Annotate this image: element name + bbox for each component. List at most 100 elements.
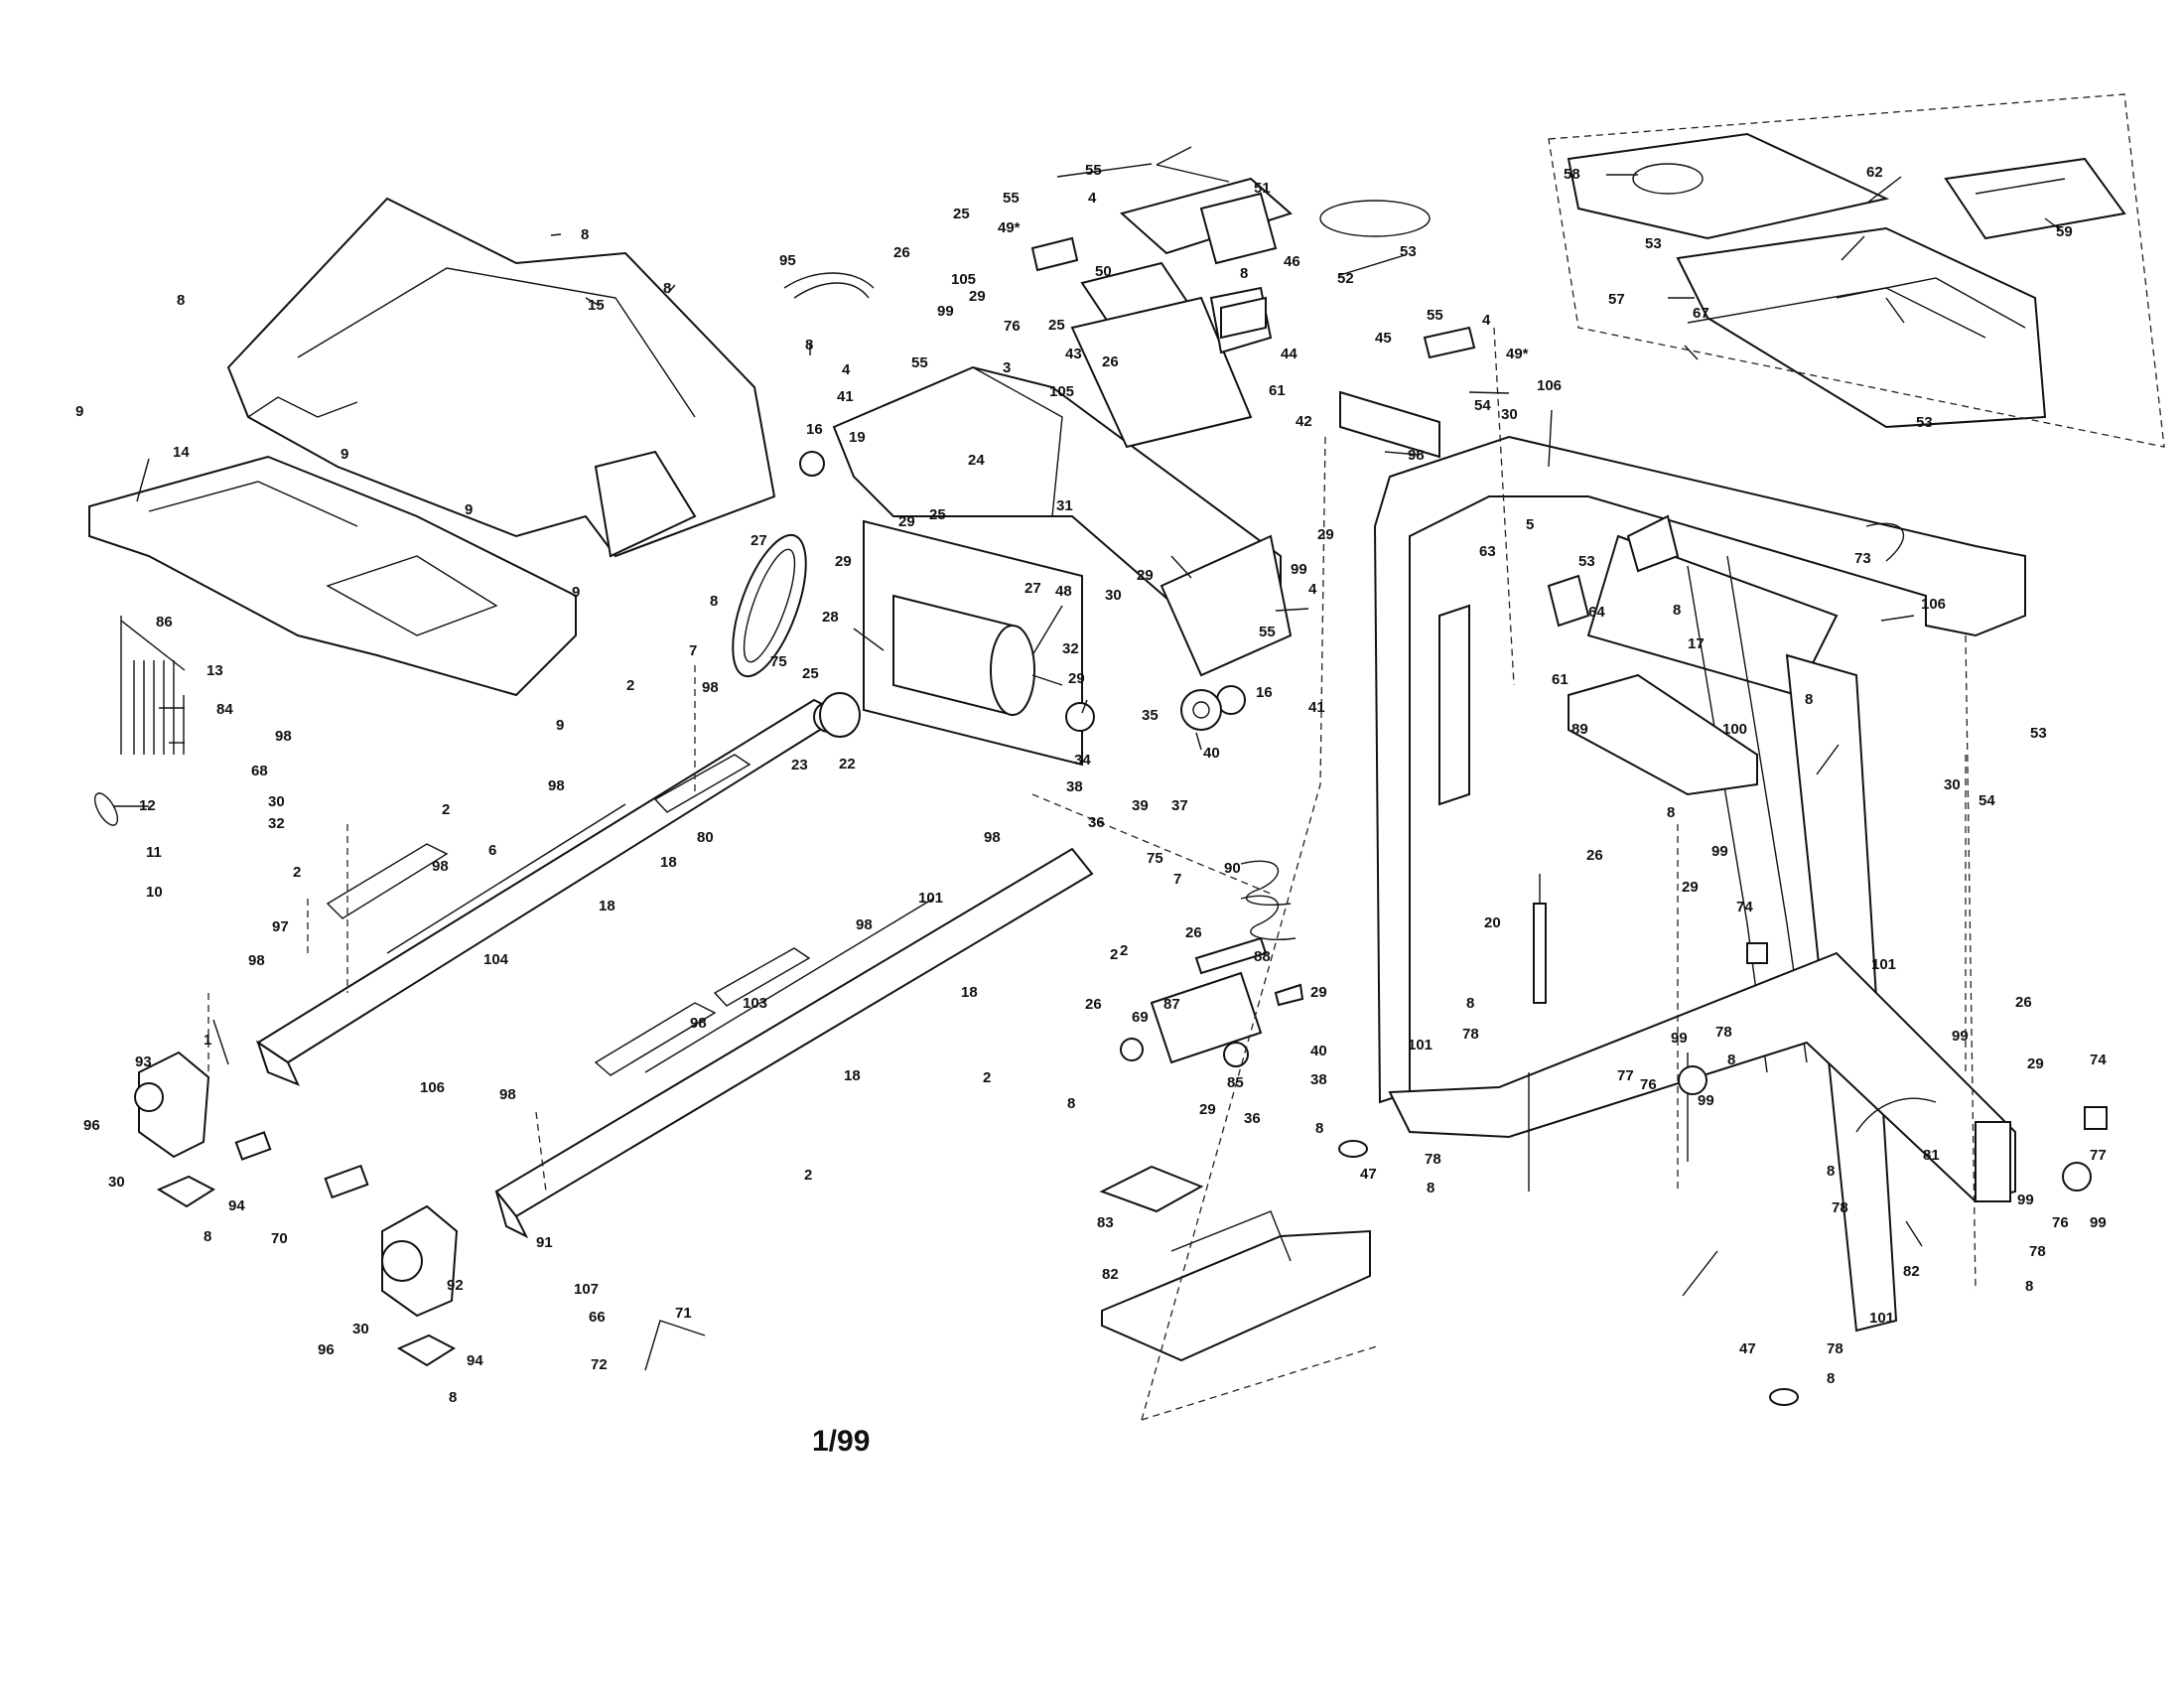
callout-101: 99	[937, 303, 954, 320]
callout-39: 38	[1310, 1071, 1327, 1088]
callout-95: 94	[467, 1352, 483, 1369]
callout-111: 106	[1537, 377, 1562, 394]
callout-99: 98	[275, 728, 292, 745]
callout-75: 75	[770, 653, 787, 670]
callout-61: 61	[1269, 382, 1286, 399]
callout-30: 29	[1068, 670, 1085, 687]
callout-86: 85	[1227, 1074, 1244, 1091]
callout-23: 24	[968, 452, 985, 469]
callout-32: 30	[1105, 587, 1122, 604]
callout-99: 98	[548, 777, 565, 794]
callout-2: 2	[1110, 946, 1118, 963]
callout-8: 8	[1673, 602, 1681, 619]
callout-59: 58	[1564, 166, 1580, 183]
callout-leaders	[114, 146, 2062, 1297]
callout-103: 100	[1722, 721, 1747, 738]
callout-8: 8	[1067, 1095, 1075, 1112]
gas-spring-and-pulleys	[819, 689, 1547, 1004]
callout-77: 76	[1640, 1076, 1657, 1093]
incline-motor	[1120, 936, 1304, 1067]
callout-25: 25	[953, 206, 970, 222]
callout-48: 47	[1360, 1166, 1377, 1183]
callout-89: 88	[1254, 948, 1271, 965]
callout-38: 37	[1171, 797, 1188, 814]
callout-79: 78	[2029, 1243, 2046, 1260]
callout-42: 41	[1308, 699, 1325, 716]
callout-24: 25	[929, 506, 946, 523]
callout-8: 8	[1827, 1370, 1835, 1387]
callout-94: 93	[135, 1053, 152, 1070]
callout-9: 9	[341, 446, 348, 463]
callout-55: 53	[1916, 414, 1933, 431]
callout-30: 29	[1310, 984, 1327, 1001]
callout-8: 8	[1240, 265, 1248, 282]
callout-32: 30	[352, 1321, 369, 1337]
callout-113: 107	[574, 1281, 599, 1298]
callout-104: 101	[1869, 1310, 1894, 1327]
callout-92: 91	[536, 1234, 553, 1251]
crossbar-and-straps	[1438, 514, 1758, 806]
callout-104: 101	[1408, 1037, 1433, 1053]
callout-36: 35	[1142, 707, 1159, 724]
callout-79: 78	[1425, 1151, 1441, 1168]
callout-30: 29	[898, 513, 915, 530]
callout-91: 90	[1224, 860, 1241, 877]
callout-8: 8	[805, 337, 813, 353]
callout-99: 98	[248, 952, 265, 969]
callout-41: 40	[1203, 745, 1220, 762]
callout-53: 52	[1337, 270, 1354, 287]
callout-8: 8	[1466, 995, 1474, 1012]
callout-14: 14	[173, 444, 190, 461]
callout-72: 72	[591, 1356, 608, 1373]
callout-25: 25	[1048, 317, 1065, 334]
callout-81: 81	[1923, 1147, 1940, 1164]
callout-46: 45	[1375, 330, 1392, 347]
callout-26: 26	[1102, 353, 1119, 370]
callout-56: 54	[1979, 792, 1995, 809]
callout-105: 101	[918, 890, 943, 907]
callout-107: 104	[483, 951, 509, 968]
callout-97: 96	[83, 1117, 100, 1134]
callout-74: 74	[1736, 899, 1753, 915]
callout-101: 99	[1291, 561, 1307, 578]
callout-15: 15	[588, 297, 605, 314]
callout-99: 98	[499, 1086, 516, 1103]
callout-39: 38	[1066, 778, 1083, 795]
callout-18: 18	[660, 854, 677, 871]
callout-2: 2	[983, 1069, 991, 1086]
callout-79: 78	[1832, 1199, 1848, 1216]
callout-78: 77	[2090, 1147, 2107, 1164]
callout-32: 30	[1501, 406, 1518, 423]
callout-31: 29	[1137, 567, 1154, 584]
callout-71: 71	[675, 1305, 692, 1322]
controller-electronics	[1070, 177, 1431, 449]
callout-56: 54	[1474, 397, 1491, 414]
callout-57: 55	[911, 354, 928, 371]
callout-99: 98	[702, 679, 719, 696]
base-plates	[1099, 1165, 1371, 1362]
callout-65: 64	[1588, 604, 1605, 621]
callout-90: 89	[1571, 721, 1588, 738]
callout-8: 8	[449, 1389, 457, 1406]
callout-16: 16	[806, 421, 823, 438]
callout-101: 99	[2090, 1214, 2107, 1231]
callout-12: 12	[139, 797, 156, 814]
callout-55: 53	[2030, 725, 2047, 742]
callout-32: 30	[268, 793, 285, 810]
callout-30: 29	[1682, 879, 1699, 896]
callout-18: 18	[961, 984, 978, 1001]
callout-79: 78	[1462, 1026, 1479, 1043]
callout-80: 80	[697, 829, 714, 846]
console-assembly	[1548, 93, 2165, 448]
callout-22: 23	[791, 757, 808, 773]
callout-8: 8	[2025, 1278, 2033, 1295]
callout-4: 4	[1088, 190, 1097, 207]
callout-87: 86	[156, 614, 173, 631]
feet-and-hardware	[1338, 942, 2108, 1406]
callout-106: 103	[743, 995, 767, 1012]
alignment-leaders	[207, 327, 1977, 1421]
callout-99: 98	[856, 916, 873, 933]
callout-8: 8	[1427, 1180, 1434, 1196]
callout-64: 63	[1479, 543, 1496, 560]
